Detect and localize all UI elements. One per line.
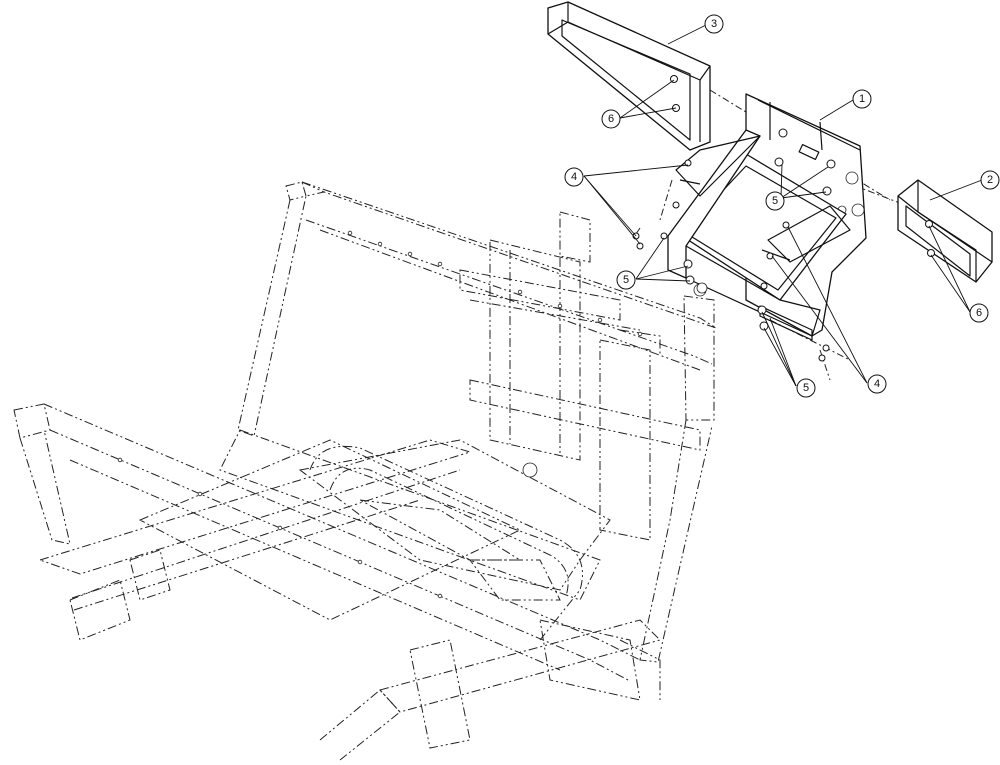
- callout-4-upper: 4: [564, 167, 584, 187]
- callout-label: 6: [976, 307, 982, 319]
- callout-4-lower: 4: [867, 374, 887, 394]
- weight-right-part-2: [897, 179, 993, 283]
- main-bracket-part-1: [667, 93, 867, 341]
- callout-5-upper: 5: [765, 191, 785, 211]
- loose-hardware: [632, 159, 830, 362]
- vehicle-frame: [13, 181, 717, 761]
- callout-5-middle: 5: [616, 270, 636, 290]
- callout-5-lower: 5: [796, 378, 816, 398]
- leader-lines: [583, 24, 983, 387]
- callout-1: 1: [852, 89, 872, 109]
- callout-label: 4: [571, 171, 577, 183]
- callout-6-left: 6: [601, 109, 621, 129]
- callout-label: 4: [874, 378, 880, 390]
- callout-label: 5: [772, 195, 778, 207]
- callout-6-right: 6: [969, 303, 989, 323]
- callout-2: 2: [980, 170, 1000, 190]
- callout-3: 3: [704, 14, 724, 34]
- callout-label: 1: [859, 93, 865, 105]
- callout-label: 2: [987, 174, 993, 186]
- weight-left-part-3: [547, 1, 711, 151]
- callout-label: 3: [711, 18, 717, 30]
- callout-label: 5: [803, 382, 809, 394]
- callout-label: 6: [608, 113, 614, 125]
- callout-label: 5: [623, 274, 629, 286]
